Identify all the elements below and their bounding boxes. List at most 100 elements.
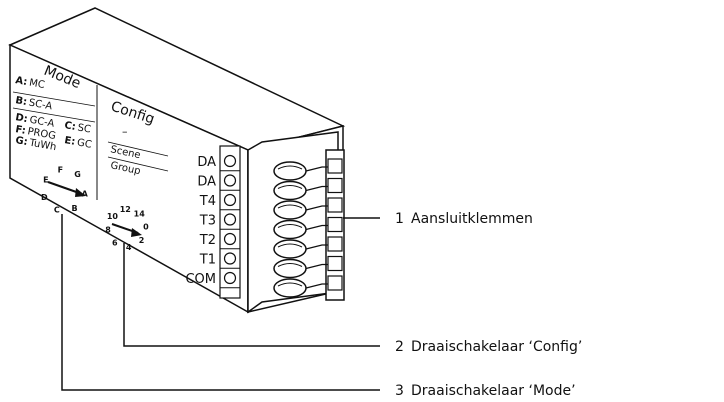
callout-2-leader bbox=[123, 243, 380, 347]
mode-line-g: G:TuWh bbox=[14, 135, 57, 153]
mode-dial-label: F bbox=[58, 165, 63, 174]
terminal-hole bbox=[223, 193, 237, 207]
mode-dial-labels: AB CDE F G bbox=[41, 165, 89, 214]
mode-text-b: SC-A bbox=[28, 97, 53, 112]
mode-key-b: B: bbox=[14, 95, 27, 108]
clamp-wire-entry bbox=[305, 166, 330, 172]
screw-clamp bbox=[273, 180, 307, 201]
mode-line-e: E:GC bbox=[63, 135, 92, 151]
mode-text-c: SC bbox=[77, 122, 92, 135]
terminal-hole bbox=[223, 213, 237, 226]
screw-clamp bbox=[273, 219, 307, 240]
screw-clamp-top bbox=[277, 263, 303, 267]
callout-leaders bbox=[61, 214, 380, 391]
config-dial-label: 0 bbox=[143, 222, 149, 231]
terminal-hole bbox=[223, 154, 237, 168]
mode-dial-label: D bbox=[41, 193, 48, 202]
screw-clamp bbox=[273, 258, 307, 279]
config-divider-1 bbox=[107, 141, 169, 157]
config-dash: – bbox=[122, 125, 128, 138]
mode-rotary-switch[interactable]: AB CDE F G bbox=[41, 165, 89, 214]
terminal-label: COM bbox=[185, 272, 216, 287]
clamp-slot bbox=[327, 216, 343, 233]
terminal-holes bbox=[220, 154, 240, 289]
clamp-wire-entry bbox=[305, 244, 330, 250]
terminal-hole bbox=[223, 271, 237, 285]
screw-clamp-top bbox=[277, 185, 303, 189]
config-dial-label: 6 bbox=[112, 239, 118, 248]
mode-text-a: MC bbox=[28, 78, 45, 92]
mode-divider-1 bbox=[12, 91, 96, 107]
screw-clamp-top bbox=[277, 204, 303, 209]
screw-clamp-top bbox=[277, 165, 303, 170]
screw-clamp-top bbox=[277, 224, 303, 228]
callout-3-number: 3 bbox=[395, 383, 404, 399]
clamp-slot bbox=[327, 255, 343, 272]
clamp-wire-entry bbox=[305, 224, 330, 231]
terminal-label: T1 bbox=[199, 253, 216, 268]
mode-dial-label: A bbox=[82, 190, 89, 199]
clamp-wire-entry bbox=[305, 283, 330, 289]
callout-3-text: Draaischakelaar ‘Mode’ bbox=[411, 383, 576, 399]
terminal-label: DA bbox=[197, 175, 216, 190]
callout-2-number: 2 bbox=[395, 339, 404, 355]
mode-line-a: A:MC bbox=[14, 75, 45, 91]
mode-key-g: G: bbox=[14, 135, 28, 148]
callout-3-leader bbox=[61, 214, 380, 391]
clamp-slot bbox=[327, 197, 343, 213]
connector-block bbox=[247, 131, 345, 314]
terminal-label: DA bbox=[197, 155, 216, 170]
terminal-hole bbox=[223, 252, 237, 265]
clamp-slot bbox=[327, 177, 343, 194]
terminal-label: T4 bbox=[199, 194, 216, 209]
mode-dial-arrow-icon bbox=[75, 188, 86, 197]
mode-dial-label: B bbox=[71, 204, 77, 213]
config-dial-arrow-icon bbox=[131, 228, 142, 237]
mode-key-d: D: bbox=[14, 112, 28, 125]
screw-clamp bbox=[273, 161, 307, 181]
config-dial-label: 14 bbox=[134, 209, 146, 218]
mode-text-f: PROG bbox=[27, 126, 57, 142]
screw-clamp bbox=[273, 239, 307, 259]
clamp-slot bbox=[327, 158, 343, 174]
mode-text-g: TuWh bbox=[27, 137, 57, 153]
terminal-hole bbox=[223, 232, 237, 246]
mode-dial-label: E bbox=[43, 176, 48, 185]
terminal-label: T2 bbox=[199, 233, 216, 248]
mode-dial-label: G bbox=[74, 170, 81, 179]
mode-key-f: F: bbox=[14, 124, 26, 137]
callout-2-text: Draaischakelaar ‘Config’ bbox=[411, 339, 582, 355]
screw-clamp-top bbox=[277, 243, 303, 248]
mode-line-f: F:PROG bbox=[14, 124, 56, 142]
callout-1-text: Aansluitklemmen bbox=[411, 211, 533, 227]
screw-clamp bbox=[273, 278, 307, 298]
connector-clamps bbox=[273, 158, 343, 298]
screw-clamp bbox=[273, 200, 307, 220]
mode-key-a: A: bbox=[14, 75, 28, 88]
config-dial-label: 2 bbox=[139, 236, 145, 245]
config-dial-label: 12 bbox=[120, 205, 131, 214]
mode-line-c: C:SC bbox=[63, 120, 91, 135]
mode-key-c: C: bbox=[63, 120, 76, 133]
clamp-wire-entry bbox=[305, 185, 330, 192]
config-divider-2 bbox=[107, 156, 169, 172]
screw-clamp-top bbox=[277, 282, 303, 287]
terminal-hole bbox=[223, 174, 237, 187]
clamp-slot bbox=[327, 275, 343, 291]
mode-divider-2 bbox=[12, 107, 96, 123]
mode-text-d: GC-A bbox=[29, 115, 56, 130]
clamp-wire-entry bbox=[305, 205, 330, 211]
clamp-slot bbox=[327, 236, 343, 252]
callout-1-number: 1 bbox=[395, 211, 404, 227]
mode-dial-label: C bbox=[54, 206, 60, 215]
clamp-wire-entry bbox=[305, 263, 330, 270]
mode-text-e: GC bbox=[76, 137, 92, 150]
config-dial-label: 8 bbox=[105, 226, 111, 235]
mode-line-d: D:GC-A bbox=[14, 112, 55, 130]
mode-key-e: E: bbox=[63, 135, 76, 148]
mode-line-b: B:SC-A bbox=[14, 95, 53, 112]
